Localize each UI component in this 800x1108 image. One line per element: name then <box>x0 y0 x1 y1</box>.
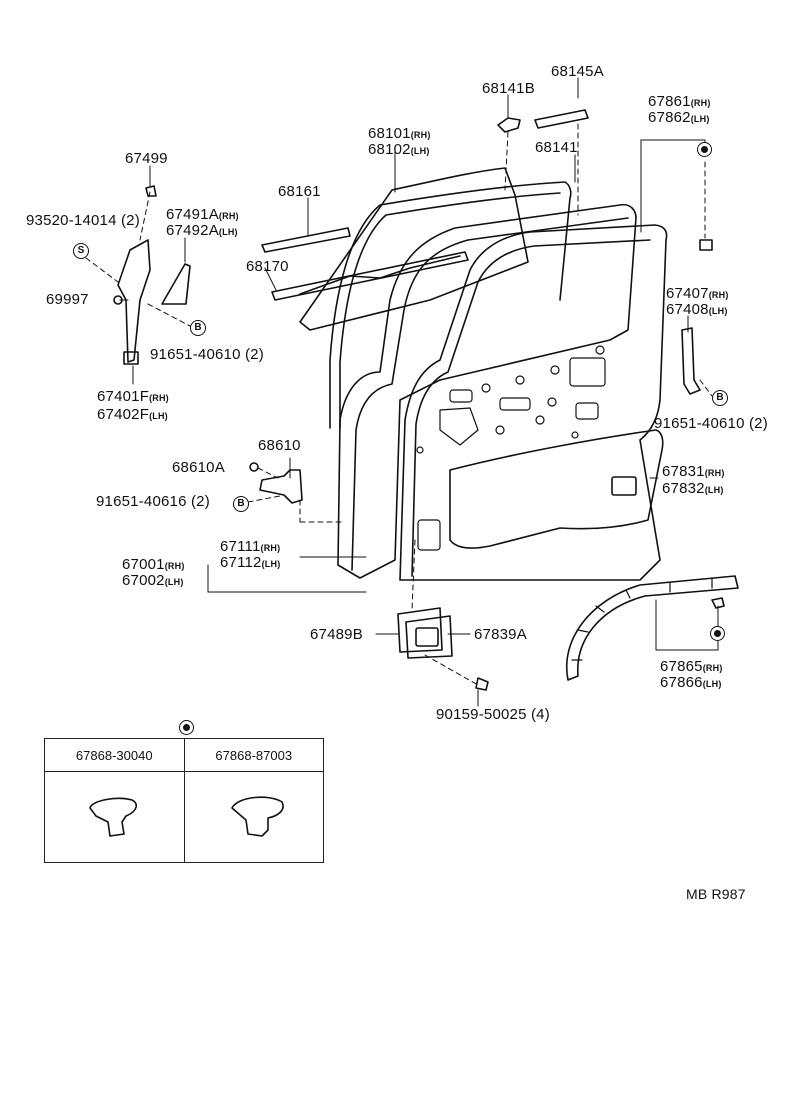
label-67861: 67861(RH) <box>648 93 711 110</box>
hole-cover-67489B <box>397 607 443 653</box>
door-check-68610 <box>259 469 303 504</box>
label-68101: 68101(RH) <box>368 125 431 142</box>
clip-variant-table: 67868-30040 67868-87003 <box>44 738 324 863</box>
label-68141B: 68141B <box>482 80 535 97</box>
weatherstrip-68161 <box>261 227 351 253</box>
weatherstrip-68170 <box>271 251 469 301</box>
clip-marker-icon-top <box>697 142 712 157</box>
clip-variant-2-cell <box>183 771 324 863</box>
opening-weatherstrip-inner <box>411 239 651 577</box>
arch-moulding-67865 <box>565 575 739 681</box>
label-91651-40610-right: 91651-40610 (2) <box>654 415 768 432</box>
cover-recess <box>415 627 439 647</box>
label-67866: 67866(LH) <box>660 674 722 691</box>
clip-variant-1-header: 67868-30040 <box>44 738 185 772</box>
label-91651-40616: 91651-40616 (2) <box>96 493 210 510</box>
plug-69997 <box>113 295 123 305</box>
label-67862: 67862(LH) <box>648 109 710 126</box>
clip-67868 <box>711 597 725 609</box>
symbol-b-circle-left: B <box>190 320 206 336</box>
bolt-68610A <box>249 462 259 472</box>
label-67002: 67002(LH) <box>122 572 184 589</box>
clip-variant-1-cell <box>44 771 185 863</box>
clip-67861 <box>699 239 713 251</box>
label-68141: 68141 <box>535 139 578 156</box>
arch-moulding-clips <box>571 577 713 661</box>
symbol-s-circle: S <box>73 243 89 259</box>
label-68610: 68610 <box>258 437 301 454</box>
hole-cover-67839A <box>405 615 453 659</box>
door-glass <box>299 167 529 331</box>
label-67831: 67831(RH) <box>662 463 725 480</box>
symbol-b-circle-check: B <box>233 496 249 512</box>
label-68102: 68102(LH) <box>368 141 430 158</box>
door-frame-inner <box>351 217 629 571</box>
channel-67407 <box>681 327 701 395</box>
label-67865: 67865(RH) <box>660 658 723 675</box>
clip-marker-icon-table <box>179 720 194 735</box>
clip-68141B <box>497 117 521 133</box>
label-69997: 69997 <box>46 291 89 308</box>
door-shell-67001 <box>337 203 637 579</box>
dashed-guides <box>85 123 719 686</box>
label-67408: 67408(LH) <box>666 301 728 318</box>
clip-variant-2-header: 67868-87003 <box>183 738 324 772</box>
label-68170: 68170 <box>246 258 289 275</box>
door-trim-panel-67831 <box>449 429 664 549</box>
label-68610A: 68610A <box>172 459 225 476</box>
clip-marker-icon-arch <box>710 626 725 641</box>
grommet-67499 <box>145 185 157 197</box>
diagram-code: MB R987 <box>686 886 746 902</box>
label-67492A: 67492A(LH) <box>166 222 238 239</box>
label-90159-50025: 90159-50025 (4) <box>436 706 550 723</box>
label-68161: 68161 <box>278 183 321 200</box>
label-91651-40610-left: 91651-40610 (2) <box>150 346 264 363</box>
opening-weatherstrip-67861 <box>399 224 668 581</box>
symbol-b-circle-right: B <box>712 390 728 406</box>
channel-foot <box>123 351 139 365</box>
window-frame-67401F <box>117 239 151 363</box>
label-67401F: 67401F(RH) <box>97 388 169 405</box>
label-67402F: 67402F(LH) <box>97 406 168 423</box>
label-67111: 67111(RH) <box>220 538 281 555</box>
inner-panel-holes <box>416 345 606 551</box>
label-67407: 67407(RH) <box>666 285 729 302</box>
moulding-68145A <box>534 109 589 129</box>
label-93520-14014: 93520-14014 (2) <box>26 212 140 229</box>
corner-piece-67491A <box>161 263 191 305</box>
label-68145A: 68145A <box>551 63 604 80</box>
label-67491A: 67491A(RH) <box>166 206 239 223</box>
label-67112: 67112(LH) <box>220 554 281 571</box>
label-67489B: 67489B <box>310 626 363 643</box>
label-67839A: 67839A <box>474 626 527 643</box>
label-67001: 67001(RH) <box>122 556 185 573</box>
label-67832: 67832(LH) <box>662 480 724 497</box>
trim-panel-pocket <box>611 476 637 496</box>
label-67499: 67499 <box>125 150 168 167</box>
weatherstrip-68161b <box>299 255 461 295</box>
screw-90159 <box>475 677 489 691</box>
